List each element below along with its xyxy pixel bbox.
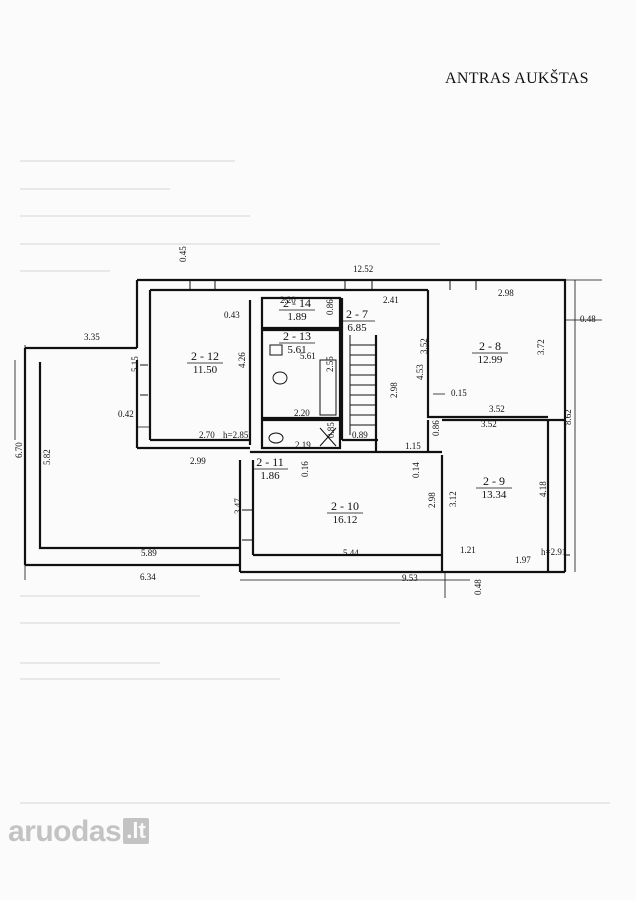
dimension-label: 2.41: [383, 295, 399, 305]
dimension-label: 2.70: [199, 430, 215, 440]
dimension-label: 0.48: [473, 579, 483, 595]
dimension-label: 0.42: [118, 409, 134, 419]
room-id: 2 - 13: [283, 329, 311, 343]
dimension-label: 5.89: [141, 548, 157, 558]
dimension-label: 2.20: [280, 295, 296, 305]
dimension-label: 4.53: [415, 364, 425, 380]
dimension-label: 6.70: [14, 442, 24, 458]
dimension-label: 0.48: [580, 314, 596, 324]
room-area: 13.34: [482, 489, 507, 501]
dimension-label: 5.82: [42, 449, 52, 465]
room-area: 5.61: [287, 344, 306, 356]
dimension-label: 4.26: [237, 352, 247, 368]
room-area: 12.99: [478, 354, 503, 366]
windows: [140, 280, 570, 556]
room-id: 2 - 10: [331, 499, 359, 513]
room-area: 1.89: [287, 311, 307, 323]
dimension-label: 9.53: [402, 573, 418, 583]
room-id: 2 - 12: [191, 349, 219, 363]
dimension-label: 5.15: [130, 356, 140, 372]
dimension-lines: [14, 279, 602, 598]
room-id: 2 - 11: [256, 455, 284, 469]
dimension-label: 3.52: [481, 419, 497, 429]
dimension-label: 2.20: [294, 408, 310, 418]
aruodas-logo: aruodas.lt: [8, 815, 149, 849]
dimension-label: 2.98: [498, 288, 514, 298]
dimension-label: 3.72: [536, 339, 546, 355]
floor-title: ANTRAS AUKŠTAS: [445, 70, 589, 87]
dimension-label: 1.21: [460, 545, 476, 555]
dimension-label: 3.47: [233, 498, 243, 514]
logo-word: aruodas: [8, 815, 122, 848]
dimension-label: 8.62: [563, 409, 573, 425]
dimension-label: 5.44: [343, 548, 359, 558]
walls: [23, 278, 567, 574]
logo-tld: .lt: [123, 818, 149, 844]
dimension-label: 0.14: [411, 462, 421, 478]
dimension-label: 0.43: [224, 310, 240, 320]
room-area: 1.86: [260, 470, 280, 482]
dimension-label: 5.61: [300, 351, 316, 361]
room-id: 2 - 7: [346, 307, 368, 321]
dimension-label: 3.35: [84, 332, 100, 342]
dimension-label: 4.18: [538, 481, 548, 497]
dim-labels: 0.45 12.52 2.20 0.86 2.41 2.98 0.48 0.43 3.35 5.1…: [14, 246, 596, 595]
dimension-label: 2.98: [389, 382, 399, 398]
fixtures: [268, 344, 337, 447]
dimension-label: 3.52: [489, 404, 505, 414]
dimension-label: 0.16: [300, 461, 310, 477]
dimension-label: h=2.91: [541, 547, 566, 557]
dimension-label: h=2.85: [223, 430, 249, 440]
dimension-label: 0.15: [451, 388, 467, 398]
stair-treads: [349, 335, 376, 435]
dimension-label: 0.86: [431, 420, 441, 436]
room-area: 6.85: [347, 322, 367, 334]
room-id: 2 - 14: [283, 296, 311, 310]
dimension-label: 3.52: [419, 338, 429, 354]
dimension-label: 0.86: [325, 299, 335, 315]
dimension-label: 1.15: [405, 441, 421, 451]
dimension-label: 12.52: [353, 264, 373, 274]
dimension-label: 0.45: [178, 246, 188, 262]
dimension-label: 3.12: [448, 491, 458, 507]
room-area: 16.12: [333, 514, 358, 526]
room-area: 11.50: [193, 364, 218, 376]
dimension-label: 6.34: [140, 572, 156, 582]
room-id: 2 - 8: [479, 339, 501, 353]
dimension-label: 2.19: [295, 440, 311, 450]
dimension-label: 0.85: [326, 422, 336, 438]
dimension-label: 2.99: [190, 456, 206, 466]
dimension-label: 1.97: [515, 555, 531, 565]
dimension-label: 2.55: [325, 356, 335, 372]
dimension-label: 2.98: [427, 492, 437, 508]
dimension-label: 0.89: [352, 430, 368, 440]
room-id: 2 - 9: [483, 474, 505, 488]
